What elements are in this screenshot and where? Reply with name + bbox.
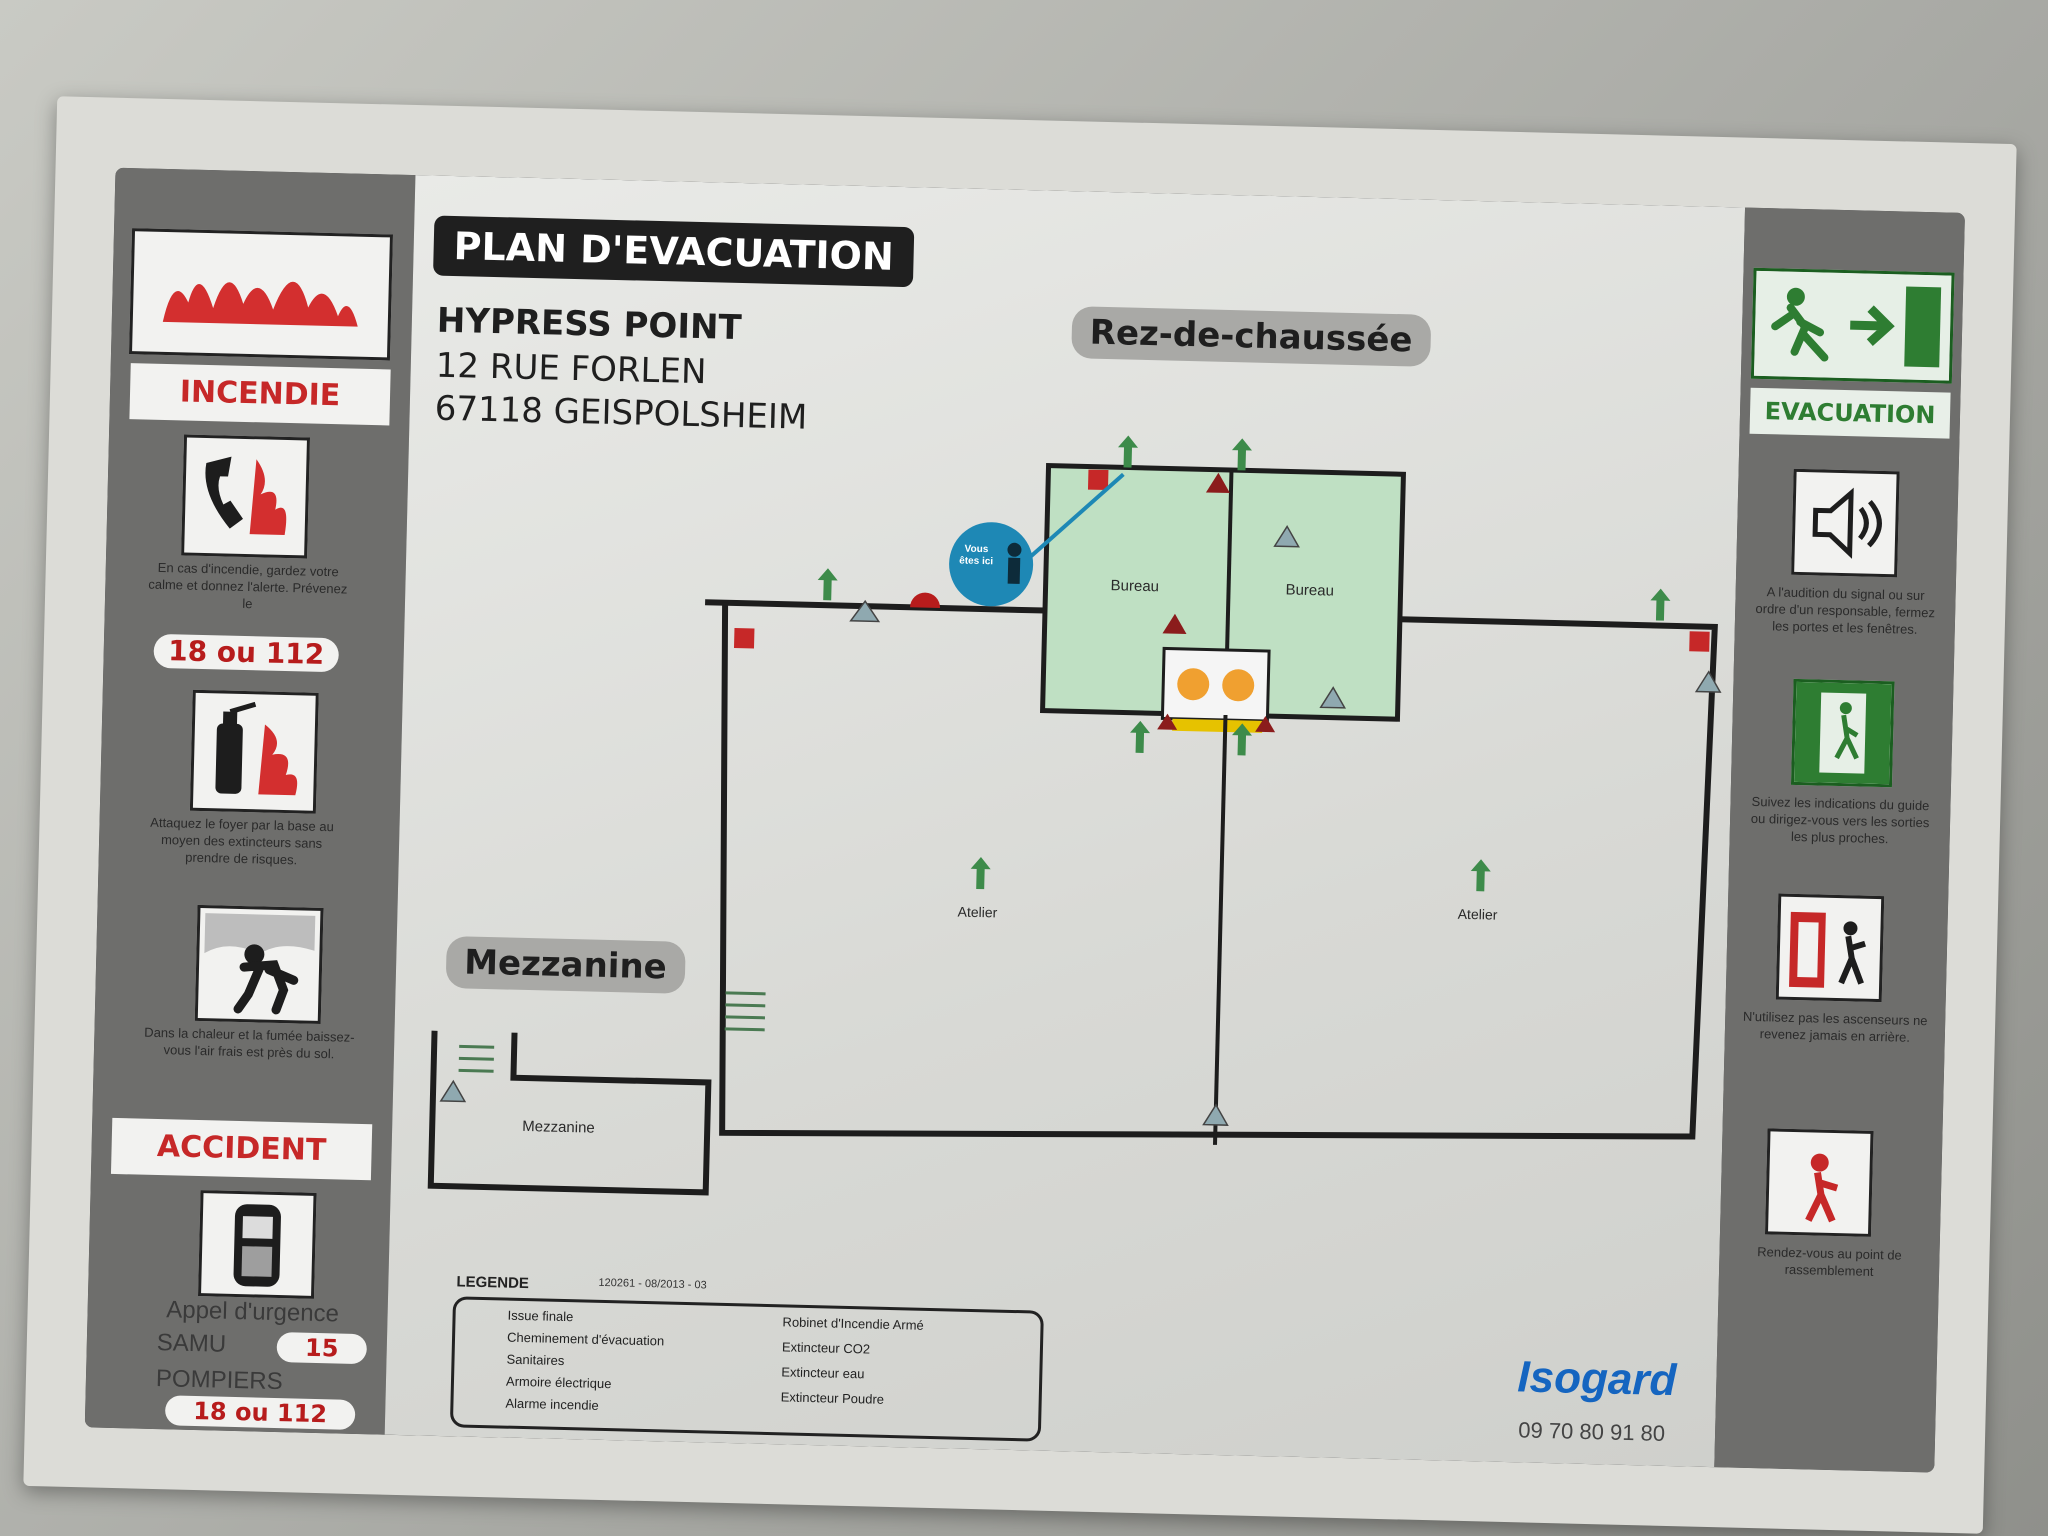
assembly-point-icon <box>1764 1128 1874 1237</box>
fire-number-badge: 18 ou 112 <box>153 633 340 673</box>
plan-area: PLAN D'EVACUATION HYPRESS POINT 12 RUE F… <box>384 175 1746 1468</box>
phone-fire-icon <box>181 434 311 559</box>
company-phone: 09 70 80 91 80 <box>1518 1417 1666 1446</box>
plan-frame: INCENDIE En cas d'incendie, gardez votre… <box>23 96 2017 1534</box>
legend-title: LEGENDE <box>456 1273 530 1293</box>
alarm-speaker-icon <box>1791 468 1900 578</box>
isogard-logo: Isogard <box>1516 1352 1677 1406</box>
fire-heading: INCENDIE <box>129 363 391 426</box>
fire-flames-icon <box>128 228 393 361</box>
office-right-label: Bureau <box>1285 581 1335 600</box>
workshop-left-label: Atelier <box>957 903 998 921</box>
mezzanine-room-label: Mezzanine <box>522 1117 595 1137</box>
samu-row: SAMU 15 <box>156 1329 372 1368</box>
you-are-here-label: Vous êtes ici <box>959 543 994 568</box>
accident-heading: ACCIDENT <box>110 1117 373 1181</box>
legend-item: Sanitaires <box>506 1351 565 1369</box>
no-return-text: N'utilisez pas les ascenseurs ne revenez… <box>1742 1008 1928 1045</box>
samu-number: 15 <box>276 1332 368 1365</box>
legend-item: Extincteur eau <box>781 1364 865 1382</box>
smoke-text: Dans la chaleur et la fumée baissez-vous… <box>144 1024 355 1062</box>
legend-item: Extincteur Poudre <box>780 1389 885 1407</box>
legend-item: Extincteur CO2 <box>781 1339 871 1357</box>
evacuation-board: INCENDIE En cas d'incendie, gardez votre… <box>84 167 1965 1473</box>
right-instruction-panel: EVACUATION A l'audition du signal ou sur… <box>1714 207 1965 1473</box>
left-instruction-panel: INCENDIE En cas d'incendie, gardez votre… <box>84 167 416 1435</box>
fire-alert-text: En cas d'incendie, gardez votre calme et… <box>148 559 348 612</box>
smoke-crouch-icon <box>194 904 324 1024</box>
evacuation-heading: EVACUATION <box>1749 387 1951 439</box>
samu-label: SAMU <box>156 1329 227 1358</box>
workshop-right-label: Atelier <box>1457 905 1498 923</box>
pompiers-label: POMPIERS <box>155 1365 283 1396</box>
extinguisher-fire-icon <box>189 689 319 814</box>
emergency-call-text: Appel d'urgence <box>165 1296 340 1328</box>
floor-plan-drawing <box>427 435 1722 1196</box>
extinguisher-text: Attaquez le foyer par la base au moyen d… <box>150 814 334 868</box>
pompiers-number: 18 ou 112 <box>164 1395 356 1430</box>
alarm-instruction-text: A l'audition du signal ou sur ordre d'un… <box>1755 584 1936 637</box>
exit-running-man-icon <box>1750 267 1955 384</box>
mobile-phone-icon <box>198 1190 317 1299</box>
follow-instruction-text: Suivez les indications du guide ou dirig… <box>1750 793 1930 847</box>
office-left-label: Bureau <box>1110 577 1160 596</box>
no-elevator-icon <box>1775 893 1885 1003</box>
assembly-text: Rendez-vous au point de rassemblement <box>1757 1244 1902 1279</box>
legend-item: Armoire électrique <box>505 1373 612 1392</box>
legend-item: Alarme incendie <box>505 1395 599 1413</box>
legend-item: Issue finale <box>507 1307 574 1325</box>
exit-door-icon <box>1790 678 1895 788</box>
